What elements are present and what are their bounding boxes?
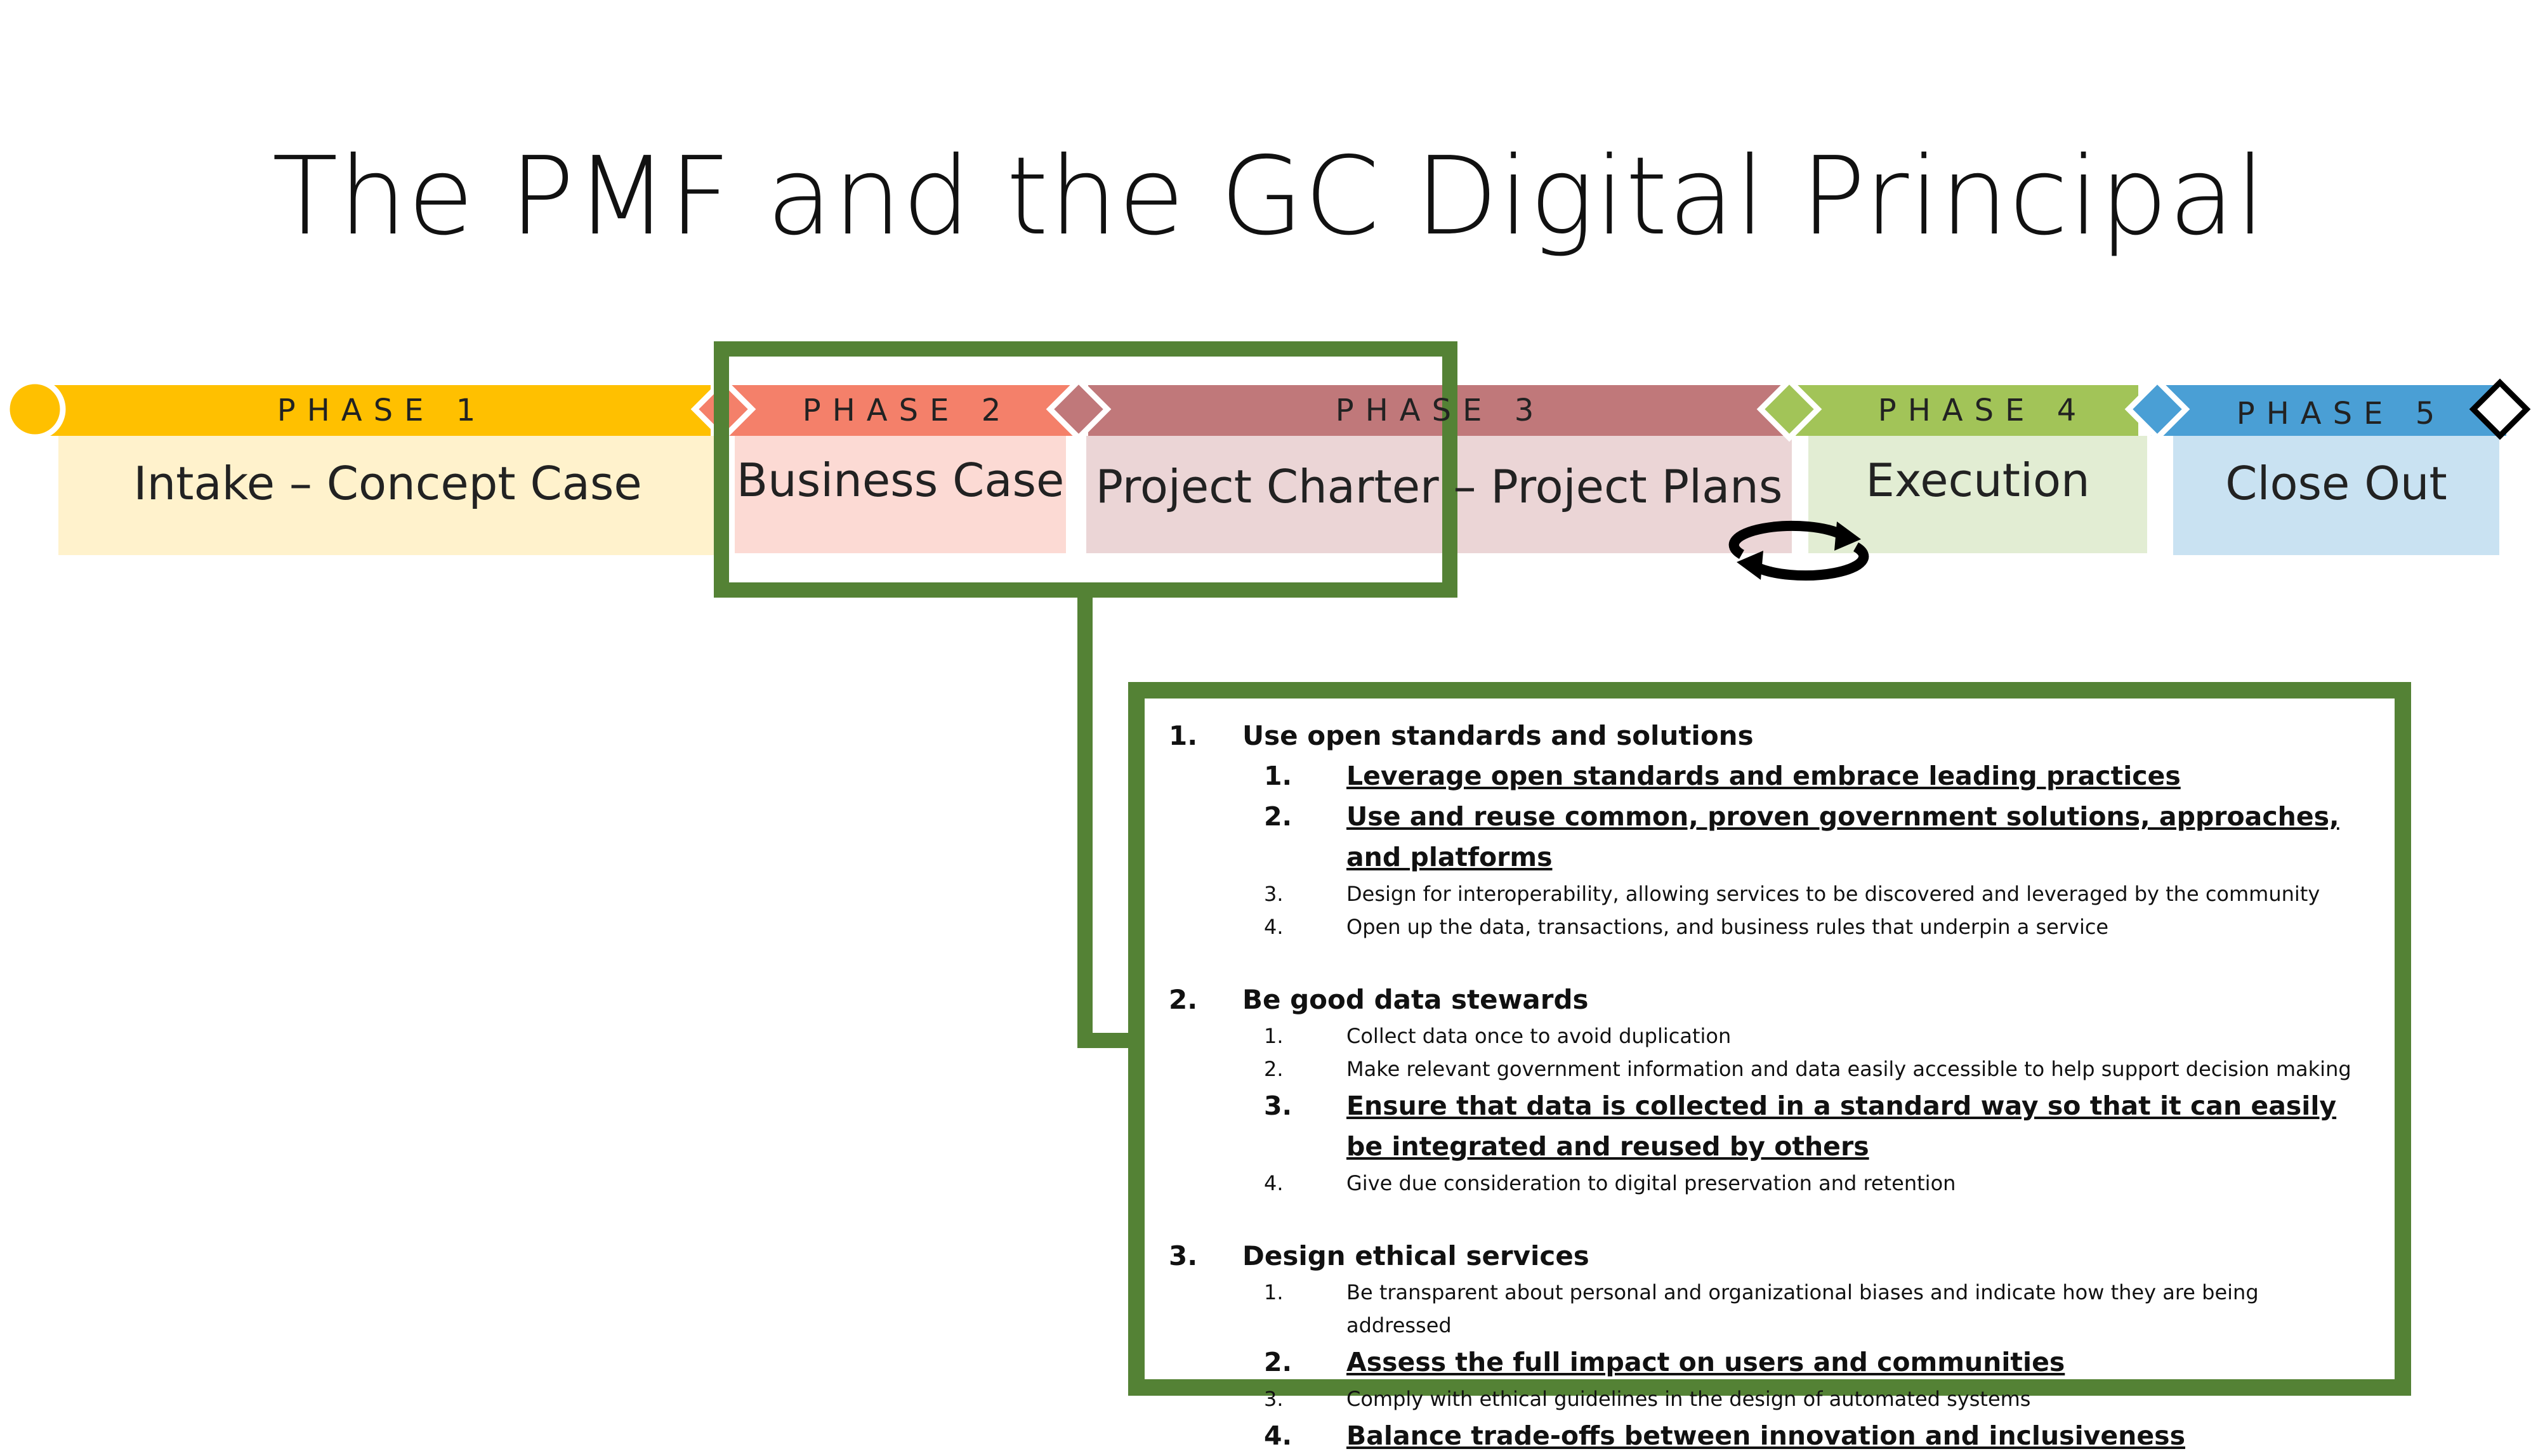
principle-item-number: 4. xyxy=(1264,1420,1292,1451)
principle-number: 2. xyxy=(1169,984,1198,1015)
principle-number: 3. xyxy=(1169,1240,1198,1271)
phase-2-box xyxy=(735,436,1066,553)
phase-2-label: PHASE 2 xyxy=(802,393,1013,428)
milestone-diamond-2 xyxy=(1046,376,1112,442)
principle-item: 4. Open up the data, transactions, and bu… xyxy=(1169,910,2357,943)
phase-1-box xyxy=(58,436,717,555)
phase-1-bar xyxy=(35,385,711,436)
phase-4-box xyxy=(1808,436,2147,553)
phase-1-label: PHASE 1 xyxy=(277,393,487,428)
principle-item-number: 3. xyxy=(1264,1387,1284,1411)
digital-principles-box: 1. Use open standards and solutions 1. Leve… xyxy=(1128,682,2411,1451)
principle-item-text: Balance trade-offs between innovation an… xyxy=(1346,1420,2185,1451)
principle-item-text: Comply with ethical guidelines in the de… xyxy=(1346,1387,2031,1411)
principle-item-number: 3. xyxy=(1264,1091,1292,1121)
principle-item-number: 1. xyxy=(1264,1280,1284,1304)
phase-5-bar xyxy=(2151,385,2506,436)
principle-item-text: Use and reuse common, proven government … xyxy=(1346,801,2339,872)
phase-4-bar xyxy=(1796,385,2138,436)
phase-2-name: Business Case xyxy=(736,454,1065,507)
principle-item: 1. Be transparent about personal and orga… xyxy=(1169,1276,2357,1342)
principle-title: Be good data stewards xyxy=(1242,984,1589,1015)
principle-item: 3. Comply with ethical guidelines in the … xyxy=(1169,1382,2357,1415)
principle-item-text: Ensure that data is collected in a stand… xyxy=(1346,1091,2337,1162)
principle-item-number: 4. xyxy=(1264,915,1284,939)
principle-title: Use open standards and solutions xyxy=(1242,720,1754,751)
principle-item-text: Design for interoperability, allowing se… xyxy=(1346,882,2320,906)
principle-item: 1. Leverage open standards and embrace le… xyxy=(1169,756,2357,796)
phase-3-box xyxy=(1086,436,1792,553)
phase-3-bar xyxy=(1088,385,1786,436)
principle-item: 4. Balance trade-offs between innovation … xyxy=(1169,1415,2357,1456)
principle-item-text: Make relevant government information and… xyxy=(1346,1057,2351,1081)
slide-title: The PMF and the GC Digital Principal xyxy=(272,134,2266,259)
milestone-diamond-4 xyxy=(2124,376,2190,442)
principle-item-text: Leverage open standards and embrace lead… xyxy=(1346,761,2181,791)
principle-item: 1. Collect data once to avoid duplication xyxy=(1169,1020,2357,1053)
principle-section: 1. Use open standards and solutions 1. Leve… xyxy=(1169,716,2357,943)
principle-item-text: Collect data once to avoid duplication xyxy=(1346,1024,1732,1048)
principle-heading: 3. Design ethical services xyxy=(1169,1236,2357,1276)
principle-section: 3. Design ethical services 1. Be transparen… xyxy=(1169,1236,2357,1456)
principle-item-text: Be transparent about personal and organi… xyxy=(1346,1280,2259,1337)
principle-heading: 1. Use open standards and solutions xyxy=(1169,716,2357,756)
phase-4-label: PHASE 4 xyxy=(1877,393,2088,428)
principle-item: 2. Assess the full impact on users and co… xyxy=(1169,1342,2357,1382)
principle-item-number: 2. xyxy=(1264,1057,1284,1081)
principle-number: 1. xyxy=(1169,720,1198,751)
principle-item: 4. Give due consideration to digital pres… xyxy=(1169,1167,2357,1200)
phase-3-label: PHASE 3 xyxy=(1335,393,1546,428)
principle-item-text: Give due consideration to digital preser… xyxy=(1346,1171,1956,1195)
principle-item-number: 1. xyxy=(1264,761,1292,791)
phase-2-bar xyxy=(723,385,1075,436)
principle-section: 2. Be good data stewards 1. Collect data on… xyxy=(1169,980,2357,1200)
cycle-arrows-icon xyxy=(1728,520,1869,581)
principle-item: 3. Ensure that data is collected in a sta… xyxy=(1169,1085,2357,1167)
phase-4-name: Execution xyxy=(1865,454,2090,507)
principle-item-number: 2. xyxy=(1264,1347,1292,1377)
phase-1-name: Intake – Concept Case xyxy=(133,457,642,510)
principle-item-number: 2. xyxy=(1264,801,1292,832)
milestone-diamond-3 xyxy=(1756,376,1822,442)
phase-3-name: Project Charter – Project Plans xyxy=(1095,460,1783,513)
highlight-connector xyxy=(1077,590,1136,1048)
principle-heading: 2. Be good data stewards xyxy=(1169,980,2357,1020)
principle-item-text: Assess the full impact on users and comm… xyxy=(1346,1347,2065,1377)
phase-5-name: Close Out xyxy=(2225,457,2447,510)
principle-item-number: 4. xyxy=(1264,1171,1284,1195)
principle-item: 2. Make relevant government information a… xyxy=(1169,1053,2357,1085)
principle-item: 3. Design for interoperability, allowing … xyxy=(1169,877,2357,910)
phase-5-box xyxy=(2173,436,2499,555)
principle-title: Design ethical services xyxy=(1242,1240,1589,1271)
principle-item: 2. Use and reuse common, proven governmen… xyxy=(1169,796,2357,877)
principle-item-number: 1. xyxy=(1264,1024,1284,1048)
phase-5-label: PHASE 5 xyxy=(2236,396,2447,431)
principle-item-text: Open up the data, transactions, and busi… xyxy=(1346,915,2109,939)
timeline-start-marker xyxy=(4,378,66,440)
principle-item-number: 3. xyxy=(1264,882,1284,906)
timeline-end-marker xyxy=(2469,378,2531,440)
